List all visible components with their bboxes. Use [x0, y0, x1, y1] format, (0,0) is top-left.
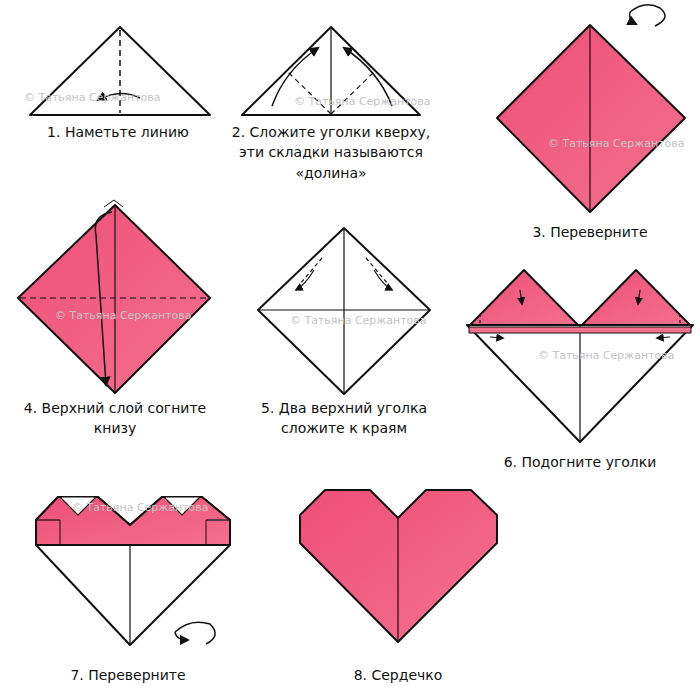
step-caption: 4. Верхний слой согните книзу — [10, 398, 220, 439]
step8-figure — [300, 490, 497, 642]
step-caption: 1. Наметьте линию — [8, 122, 228, 142]
watermark: © Татьяна Сержантова — [24, 90, 161, 106]
watermark: © Татьяна Сержантова — [538, 348, 675, 364]
step-caption: 8. Сердечко — [298, 665, 498, 685]
step-caption: 3. Переверните — [490, 222, 690, 242]
step6-figure — [467, 270, 693, 442]
watermark: © Татьяна Сержантова — [72, 500, 209, 516]
watermark: © Татьяна Сержантова — [294, 94, 431, 110]
step-caption: 2. Сложите уголки кверху, эти складки на… — [221, 122, 441, 183]
step7-figure — [36, 497, 230, 645]
step3-figure — [497, 5, 685, 212]
watermark: © Татьяна Сержантова — [548, 136, 685, 152]
watermark: © Татьяна Сержантова — [55, 308, 192, 324]
step-caption: 7. Переверните — [28, 665, 228, 685]
step-caption: 6. Подогните уголки — [470, 452, 690, 472]
step5-figure — [258, 228, 430, 394]
step4-figure — [18, 200, 210, 393]
step-caption: 5. Два верхний уголка сложите к краям — [239, 398, 449, 439]
watermark: © Татьяна Сержантова — [290, 313, 427, 329]
